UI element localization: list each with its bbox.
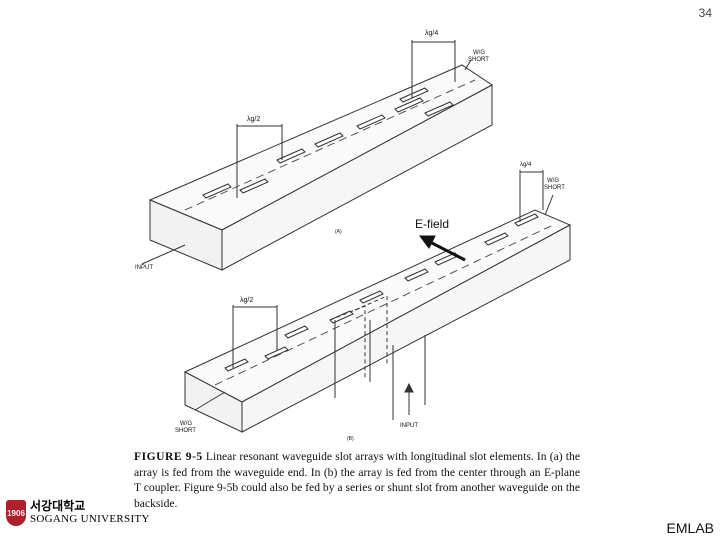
label-wg-short-b-2: SHORT <box>544 185 565 191</box>
waveguide-b <box>183 170 572 433</box>
label-quarter-wavelength-b: λg/4 <box>520 162 532 168</box>
label-half-wavelength-b: λg/2 <box>240 297 253 304</box>
caption-text: Linear resonant waveguide slot arrays wi… <box>134 450 580 510</box>
waveguide-a <box>141 40 493 271</box>
label-b: (B) <box>347 436 354 442</box>
label-wg-short-c: W/G <box>180 421 192 427</box>
caption-figure-label: FIGURE 9-5 <box>134 450 203 463</box>
label-wg-short-b: W/G <box>547 178 559 184</box>
figure-caption: FIGURE 9-5 Linear resonant waveguide slo… <box>134 449 580 511</box>
label-wg-short-a-2: SHORT <box>468 57 489 63</box>
label-a: (A) <box>335 229 342 235</box>
e-field-arrow <box>419 235 466 262</box>
label-wg-short-c-2: SHORT <box>175 428 196 434</box>
waveguide-figure: λg/4 W/G SHORT λg/2 INPUT (A) λg/4 W/G S… <box>125 20 595 445</box>
page-number: 34 <box>698 6 712 20</box>
waveguide-diagram: λg/4 W/G SHORT λg/2 INPUT (A) λg/4 W/G S… <box>135 30 572 442</box>
label-input-b: INPUT <box>400 423 418 429</box>
footer-emlab: EMLAB <box>666 520 714 536</box>
label-e-field: E-field <box>415 217 449 231</box>
university-name-english: SOGANG UNIVERSITY <box>30 513 150 525</box>
label-wg-short-a: W/G <box>473 50 485 56</box>
label-input-a: INPUT <box>135 265 153 271</box>
label-half-wavelength-a: λg/2 <box>247 116 260 123</box>
university-seal-icon: 1906 <box>6 500 26 526</box>
university-logo: 1906 서강대학교 SOGANG UNIVERSITY <box>6 500 150 526</box>
label-quarter-wavelength-a: λg/4 <box>425 30 438 37</box>
university-name-korean: 서강대학교 <box>30 499 86 513</box>
